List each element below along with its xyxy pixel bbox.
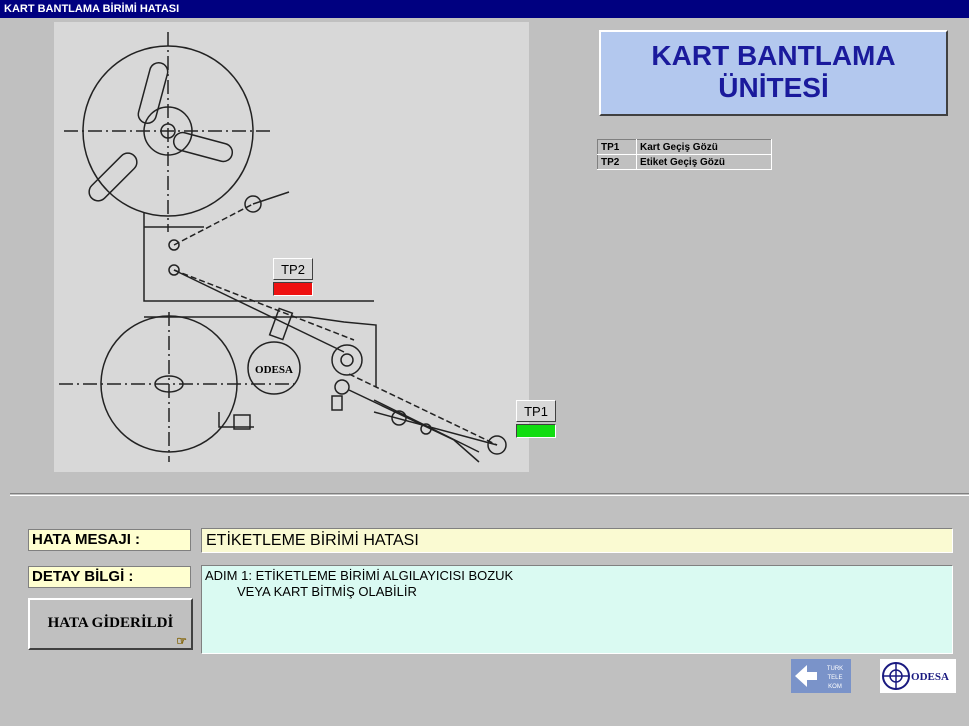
sensor-tp1-label: TP1 — [516, 400, 556, 422]
error-message-label: HATA MESAJI : — [28, 529, 191, 551]
legend-code: TP1 — [597, 139, 637, 155]
window-title: KART BANTLAMA BİRİMİ HATASI — [0, 0, 969, 18]
unit-title-line1: KART BANTLAMA — [651, 40, 896, 71]
sensor-tp2-lamp — [273, 282, 313, 296]
legend-code: TP2 — [597, 154, 637, 170]
sensor-tp1[interactable]: TP1 — [516, 400, 556, 438]
unit-title-panel: KART BANTLAMA ÜNİTESİ — [599, 30, 948, 116]
legend-row: TP1 Kart Geçiş Gözü — [597, 139, 772, 155]
error-message-field: ETİKETLEME BİRİMİ HATASI — [201, 528, 953, 553]
detail-info-field: ADIM 1: ETİKETLEME BİRİMİ ALGILAYICISI B… — [201, 565, 953, 654]
detail-line-2: VEYA KART BİTMİŞ OLABİLİR — [237, 584, 417, 599]
sensor-legend: TP1 Kart Geçiş Gözü TP2 Etiket Geçiş Göz… — [597, 139, 772, 170]
turk-telekom-logo: TURK TELE KOM — [791, 659, 851, 693]
odesa-hub-label: ODESA — [255, 364, 293, 376]
logo-text-2: TELE — [827, 675, 842, 681]
odesa-logo-mark: ODESA — [882, 662, 949, 690]
turk-telekom-logo-mark: TURK TELE KOM — [795, 665, 843, 690]
sensor-tp2-label: TP2 — [273, 258, 313, 280]
hand-pointer-icon: ☞ — [176, 634, 187, 648]
logo-text-3: KOM — [828, 684, 842, 690]
machine-drawing: ODESA — [59, 32, 507, 463]
legend-desc: Kart Geçiş Gözü — [636, 139, 772, 155]
machine-diagram: ODESA TP2 TP1 — [54, 22, 556, 472]
legend-desc: Etiket Geçiş Gözü — [636, 154, 772, 170]
sensor-tp1-lamp — [516, 424, 556, 438]
detail-line-1: ADIM 1: ETİKETLEME BİRİMİ ALGILAYICISI B… — [205, 568, 514, 583]
sensor-tp2[interactable]: TP2 — [273, 258, 313, 296]
legend-row: TP2 Etiket Geçiş Gözü — [597, 154, 772, 170]
unit-title-line2: ÜNİTESİ — [718, 72, 829, 103]
odesa-logo-text: ODESA — [911, 671, 949, 683]
odesa-logo: ODESA — [880, 659, 956, 693]
logo-text-1: TURK — [827, 666, 843, 672]
error-resolved-button[interactable]: HATA GİDERİLDİ ☞ — [28, 598, 193, 650]
section-divider — [10, 493, 969, 496]
error-resolved-label: HATA GİDERİLDİ — [47, 615, 174, 631]
detail-info-label: DETAY BİLGİ : — [28, 566, 191, 588]
